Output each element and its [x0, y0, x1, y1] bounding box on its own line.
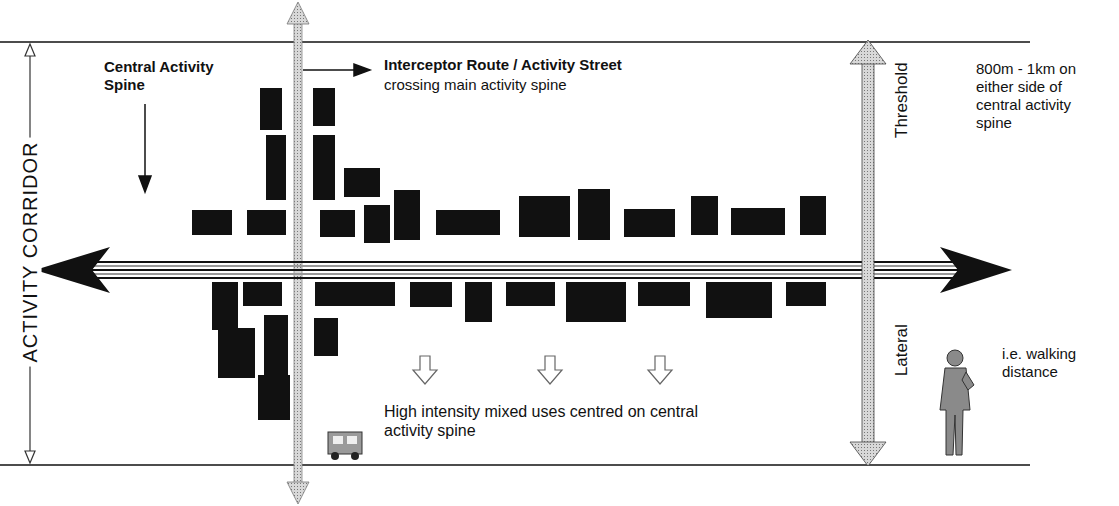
spine-label: Central Activity Spine: [104, 58, 214, 94]
spread-arrows: [413, 356, 672, 384]
threshold-arrow: [850, 40, 886, 466]
lateral-label: Lateral: [892, 324, 912, 376]
pedestrian-figure: [940, 350, 974, 455]
mixed-use-note: High intensity mixed uses centred on cen…: [384, 402, 704, 440]
route-label: Interceptor Route / Activity Street: [384, 56, 724, 74]
corridor-border: [0, 42, 1030, 465]
walking-note: i.e. walking distance: [1002, 345, 1106, 381]
corridor-label: ACTIVITY CORRIDOR: [18, 137, 42, 366]
vehicle-icon: [328, 432, 362, 460]
buildings: [192, 88, 826, 420]
route-note: crossing main activity spine: [384, 76, 684, 94]
pointer-arrows: [139, 64, 370, 192]
interceptor-route-arrow: [287, 2, 309, 504]
threshold-label: Threshold: [892, 62, 912, 138]
distance-note: 800m - 1km on either side of central act…: [976, 60, 1110, 132]
